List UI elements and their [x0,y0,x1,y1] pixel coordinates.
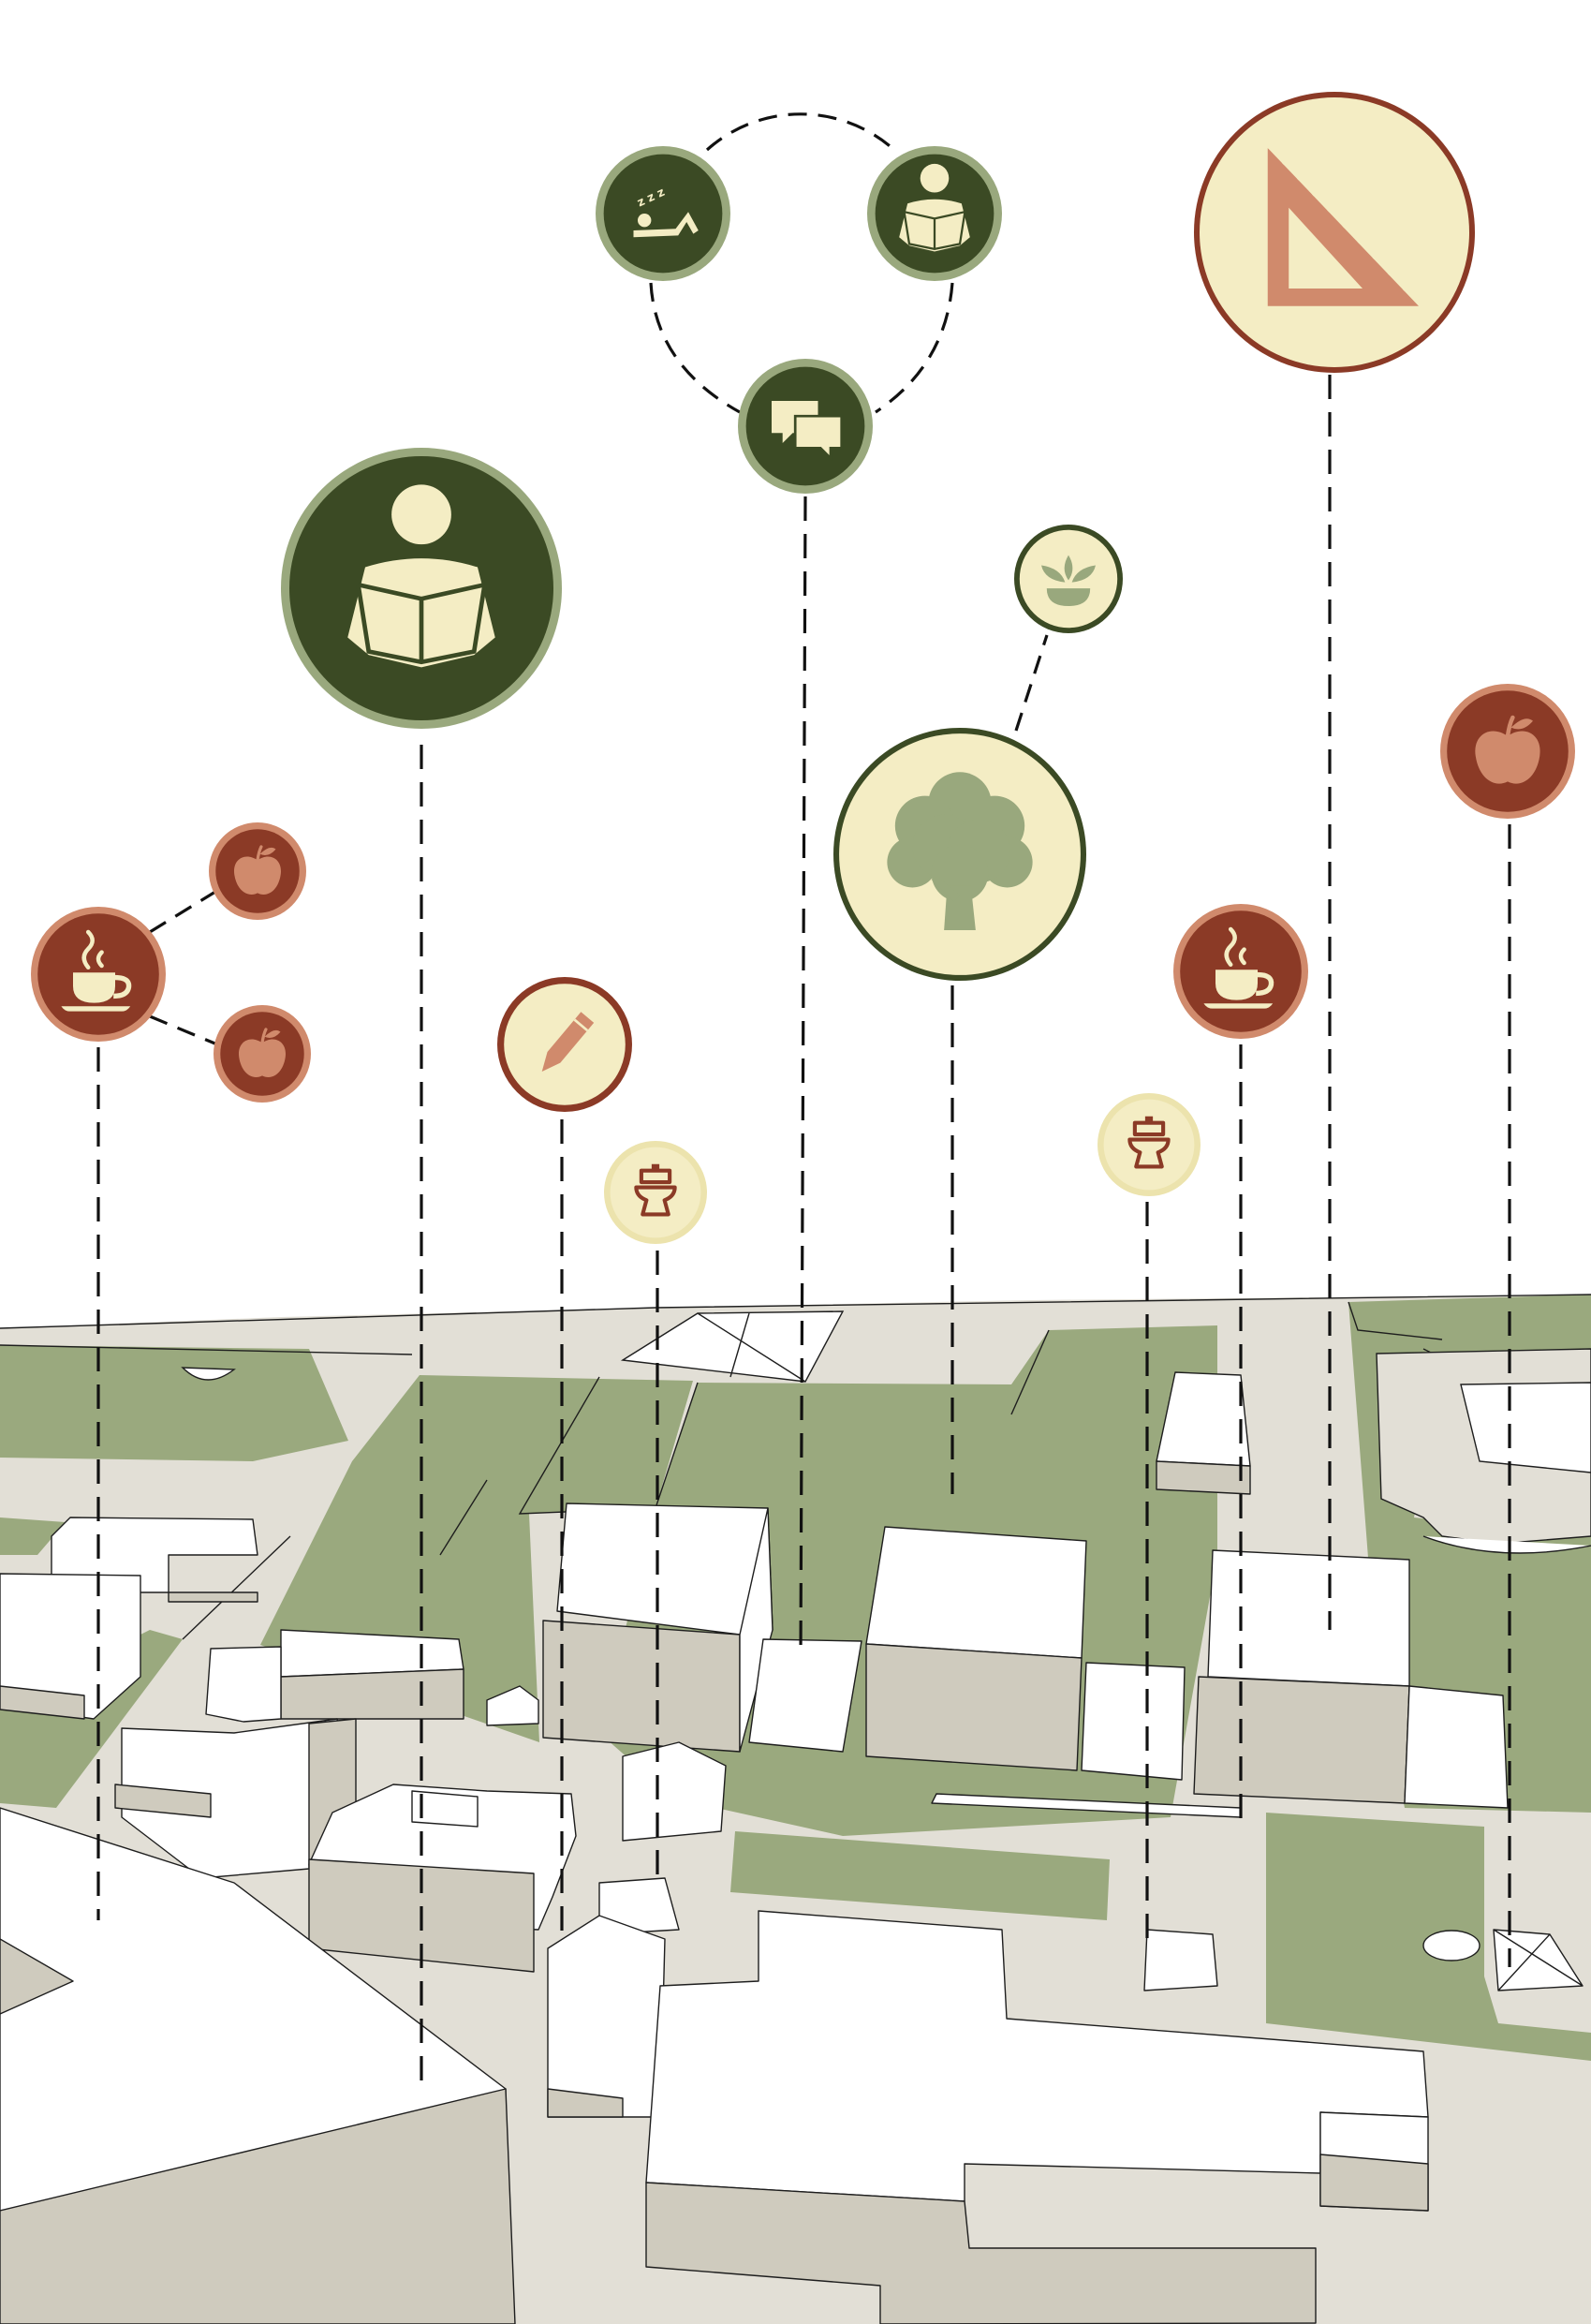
reading-person-icon [899,163,970,252]
building [547,2088,624,2118]
marker-tree [833,728,1086,981]
toilet-icon [634,1163,677,1217]
reading-person-icon [347,484,495,668]
cluster-connector-right [875,282,954,414]
building [280,1668,464,1720]
building [0,1573,141,1720]
marker-sprout [1014,525,1123,633]
lawn-west [0,1345,348,1461]
lawn-west-low [0,1517,66,1555]
marker-reading-large [281,448,562,729]
building [1404,1685,1509,1809]
building [1207,1549,1410,1687]
building [1493,1929,1584,1991]
building [114,1784,212,1818]
marker-disc [603,154,723,274]
connector-tree-sprout [1014,634,1049,732]
building [739,1507,773,1753]
marker-coffee-right [1173,904,1308,1039]
building [205,1646,282,1723]
campus-map [0,1294,1591,2324]
building [1143,1929,1218,1991]
marker-apple-left-bottom [214,1005,311,1103]
marker-toilet-left [604,1141,707,1244]
marker-chat [738,359,873,494]
building-east-plaza [1460,1382,1591,1473]
building [547,1915,666,2118]
pencil-icon [541,1012,595,1072]
building [411,1790,479,1828]
building [556,1502,773,1636]
buildings [0,1371,1584,2324]
lawn-strip [730,1831,1110,1920]
apple-icon [1475,715,1540,784]
tree-icon [887,772,1033,930]
building [0,1938,74,2015]
marker-lounge: z z z [596,146,730,281]
marker-pencil [497,977,632,1112]
building [1319,2154,1429,2212]
speech-bubbles-icon [772,401,844,462]
marker-toilet-right [1097,1093,1201,1196]
building [1156,1460,1251,1495]
apple-icon [233,845,282,895]
coffee-cup-icon [1203,926,1274,1009]
leader-line-chat [799,496,807,1659]
marker-drafting [1194,92,1475,373]
cluster-connector-top [705,112,896,152]
building [865,1643,1083,1771]
marker-study-small [867,146,1002,281]
marker-disc [610,1147,701,1238]
marker-apple-right [1440,684,1575,819]
fountain-west [181,1367,236,1381]
marker-apple-left-top [209,822,306,920]
building [622,1741,727,1842]
building [0,2088,516,2324]
fountain [1422,1930,1481,1961]
markers: z z z [31,92,1575,1244]
cluster-connector-left [649,282,741,414]
building [168,1591,258,1603]
fountain-east [1422,1535,1591,1554]
building [748,1638,862,1753]
toilet-icon [1127,1116,1171,1169]
marker-coffee-left [31,907,166,1042]
connector-coffee-apple-top [149,890,216,934]
building [865,1526,1087,1659]
marker-disc [1103,1099,1195,1191]
coffee-cup-icon [61,929,132,1012]
building [542,1620,741,1753]
building [1193,1676,1410,1804]
building [486,1685,539,1726]
apple-icon [238,1028,287,1077]
connector-coffee-apple-bottom [149,1014,218,1046]
building [0,1685,85,1720]
sprout-icon [1041,555,1096,606]
canopy-structure [620,1310,845,1383]
building [1081,1662,1186,1781]
leader-lines [96,112,1511,2089]
set-square-icon [1266,140,1419,306]
building [645,2182,1317,2324]
